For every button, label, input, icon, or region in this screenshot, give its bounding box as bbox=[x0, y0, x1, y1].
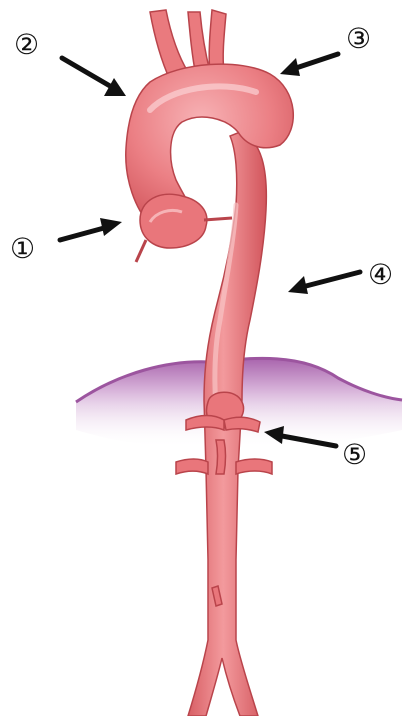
label-2: ② bbox=[14, 28, 39, 61]
label-5: ⑤ bbox=[342, 438, 367, 471]
arrow-1 bbox=[60, 218, 122, 240]
arrow-2 bbox=[62, 58, 126, 96]
label-1: ① bbox=[10, 232, 35, 265]
label-4: ④ bbox=[368, 258, 393, 291]
arrow-3 bbox=[280, 54, 338, 76]
arrow-4 bbox=[288, 272, 360, 294]
label-3: ③ bbox=[346, 22, 371, 55]
aortic-root bbox=[136, 194, 232, 262]
